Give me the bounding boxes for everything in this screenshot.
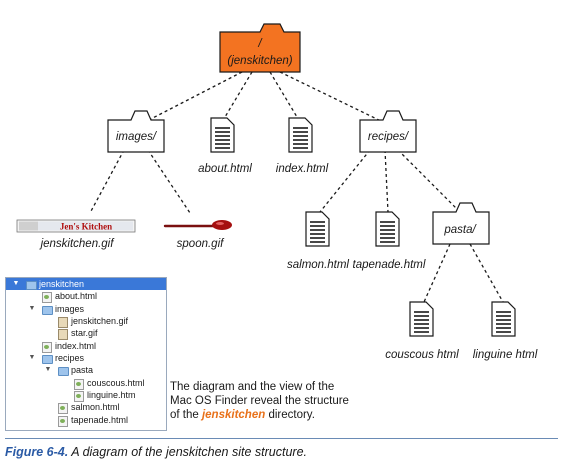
finder-row-label: couscous.html <box>87 377 145 388</box>
side-caption-suffix: directory. <box>265 409 315 421</box>
finder-row-label: linguine.htm <box>87 390 136 401</box>
finder-row-label: star.gif <box>71 328 98 339</box>
side-caption-highlight: jenskitchen <box>201 409 266 421</box>
side-caption: The diagram and the view of the Mac OS F… <box>170 380 349 422</box>
finder-row-label: jenskitchen <box>39 279 85 289</box>
connector-recipes-salmon <box>319 149 371 213</box>
folder-icon <box>58 367 69 377</box>
finder-row[interactable]: ▼ recipes <box>6 352 166 365</box>
html-file-icon <box>74 378 84 390</box>
side-caption-line3: of the jenskitchen directory. <box>170 408 349 422</box>
root-folder-label-name: (jenskitchen) <box>227 55 292 67</box>
tapenade-document-label: tapenade.html <box>353 259 426 271</box>
connector-root-images <box>144 71 243 123</box>
site-structure-diagram: / (jenskitchen) images/ about.html index… <box>16 23 538 361</box>
index-document-label: index.html <box>276 163 329 175</box>
image-file-icon <box>58 317 68 329</box>
connector-recipes-pasta <box>397 149 459 211</box>
index-document-icon <box>288 117 313 153</box>
tree-connectors <box>89 71 504 303</box>
finder-row[interactable]: ▼ pasta <box>6 364 166 377</box>
finder-row-label: pasta <box>71 365 94 376</box>
recipes-folder-label: recipes/ <box>368 131 410 143</box>
linguine-document-label: linguine html <box>473 349 538 361</box>
finder-row-label: jenskitchen.gif <box>71 316 129 327</box>
connector-root-recipes <box>279 71 384 123</box>
finder-window: ▼ jenskitchen about.html ▼ images jenskitchen… <box>5 277 167 431</box>
root-folder-icon <box>219 23 301 73</box>
images-folder-label: images/ <box>116 131 158 143</box>
banner-text: Jen's Kitchen <box>60 222 112 232</box>
recipes-folder-icon <box>359 110 417 153</box>
connector-root-index <box>269 71 301 123</box>
connector-recipes-tapenade <box>384 149 389 213</box>
finder-row-label: recipes <box>55 353 85 364</box>
finder-row[interactable]: ▼ jenskitchen <box>6 278 166 291</box>
html-file-icon <box>42 341 52 353</box>
couscous-document-icon <box>409 301 434 337</box>
salmon-document-label: salmon.html <box>287 259 349 271</box>
folder-icon <box>26 281 37 290</box>
figure-caption: Figure 6-4. A diagram of the jenskitchen… <box>5 445 307 459</box>
finder-row[interactable]: star.gif <box>6 327 166 341</box>
connector-root-about <box>221 71 253 123</box>
finder-row[interactable]: jenskitchen.gif <box>6 315 166 329</box>
disclosure-triangle-icon[interactable]: ▼ <box>28 354 36 362</box>
side-caption-line2: Mac OS Finder reveal the structure <box>170 395 349 407</box>
tapenade-document-icon <box>375 211 400 247</box>
finder-row-label: tapenade.html <box>71 414 129 425</box>
finder-row[interactable]: index.html <box>6 340 166 353</box>
linguine-document-icon <box>491 301 516 337</box>
connector-images-jenskitchen <box>89 149 125 214</box>
root-folder-label-slash: / <box>257 38 263 50</box>
salmon-document-icon <box>305 211 330 247</box>
image-file-icon <box>58 329 68 341</box>
side-caption-prefix: of the <box>170 409 202 421</box>
side-caption-line1: The diagram and the view of the <box>170 381 335 393</box>
connector-pasta-linguine <box>469 243 504 303</box>
finder-row-label: images <box>55 303 85 314</box>
disclosure-triangle-icon[interactable]: ▼ <box>44 366 52 374</box>
caption-rule <box>5 438 558 439</box>
disclosure-triangle-icon[interactable]: ▼ <box>28 304 36 312</box>
spoon-gif-label: spoon.gif <box>177 238 225 250</box>
jenskitchen-gif-label: jenskitchen.gif <box>39 238 116 250</box>
couscous-document-label: couscous html <box>385 349 459 361</box>
connector-pasta-couscous <box>423 243 451 303</box>
folder-icon <box>42 355 53 365</box>
pasta-folder-icon <box>432 202 490 245</box>
pasta-folder-label: pasta/ <box>443 224 477 236</box>
finder-row[interactable]: couscous.html <box>6 377 166 390</box>
images-folder-icon <box>107 110 165 153</box>
jenskitchen-banner-image: Jen's Kitchen <box>16 219 136 233</box>
finder-row[interactable]: ▼ images <box>6 303 166 315</box>
finder-row-label: salmon.html <box>71 402 120 413</box>
spoon-image <box>163 220 232 230</box>
about-document-icon <box>210 117 235 153</box>
finder-row[interactable]: about.html <box>6 290 166 304</box>
folder-icon <box>42 305 53 315</box>
disclosure-triangle-icon[interactable]: ▼ <box>12 280 20 287</box>
connector-images-spoon <box>147 149 191 214</box>
finder-row[interactable]: salmon.html <box>6 401 166 415</box>
finder-row-label: index.html <box>55 340 97 351</box>
html-file-icon <box>58 415 68 427</box>
finder-row-label: about.html <box>55 291 98 302</box>
about-document-label: about.html <box>198 163 252 175</box>
figure-number: Figure 6-4. <box>5 445 69 459</box>
finder-row[interactable]: linguine.htm <box>6 389 166 403</box>
figure-caption-text: A diagram of the jenskitchen site struct… <box>71 445 307 459</box>
html-file-icon <box>74 391 84 403</box>
html-file-icon <box>42 292 52 304</box>
html-file-icon <box>58 403 68 415</box>
finder-row[interactable]: tapenade.html <box>6 414 166 427</box>
